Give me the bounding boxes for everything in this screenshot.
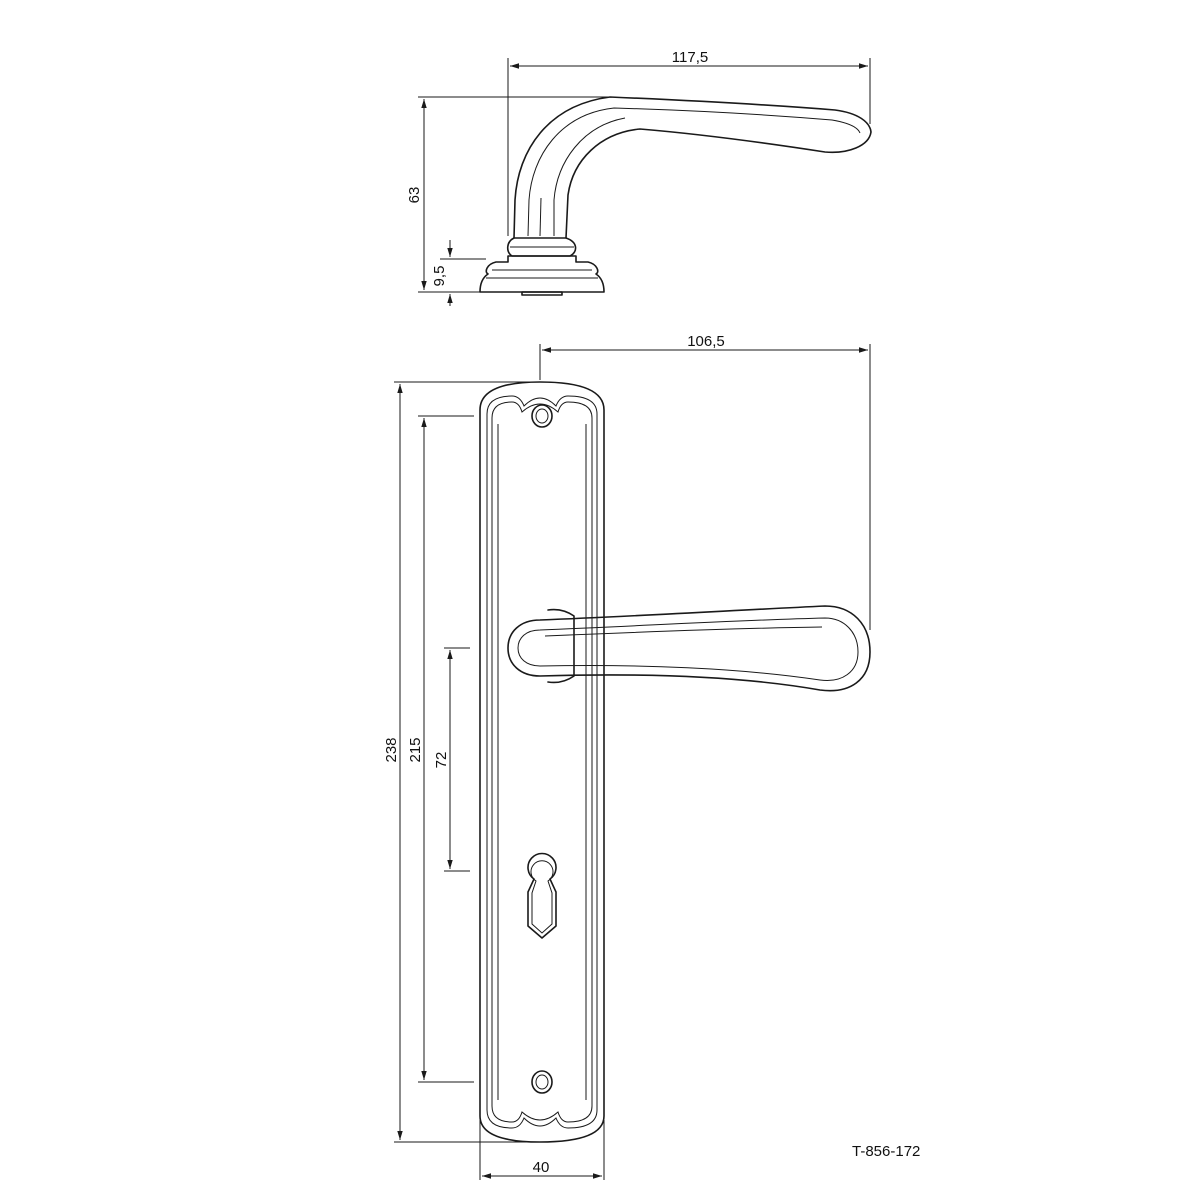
dim-label-plate-height: 238: [383, 737, 400, 762]
front-view-lever: [507, 605, 871, 692]
front-lever-inner-line: [517, 617, 859, 681]
side-view-handle: [479, 96, 872, 296]
side-rose: [479, 255, 605, 293]
dim-label-rose-height: 9,5: [431, 266, 448, 287]
front-rose: [547, 608, 575, 684]
side-lever-inner-line-2: [553, 117, 626, 236]
top-screw-hole: [531, 404, 553, 428]
backplate-inner-border-2: [491, 401, 593, 1123]
product-code: T-856-172: [852, 1143, 920, 1160]
backplate-outline: [479, 381, 605, 1143]
backplate-inner-border-1: [486, 395, 598, 1129]
dim-label-handle-length: 117,5: [672, 49, 708, 66]
front-view-dimensions: 106,5 238 215 72 40: [383, 333, 871, 1180]
dim-label-screw-spacing: 215: [407, 737, 424, 762]
dim-label-handle-height: 63: [406, 187, 423, 204]
keyhole: [527, 852, 557, 939]
side-spindle-stub: [521, 291, 563, 296]
dim-label-plate-width: 40: [533, 1159, 550, 1176]
bottom-screw-hole: [531, 1070, 553, 1094]
dim-label-handle-to-keyhole: 72: [433, 752, 450, 769]
dim-label-handle-projection: 106,5: [687, 333, 725, 350]
side-lever-inner-line: [527, 107, 861, 237]
side-view-dimensions: 117,5 63 9,5: [406, 49, 871, 306]
side-lever-outline: [513, 96, 872, 239]
front-lever-outline: [507, 605, 871, 692]
front-view-backplate: [479, 381, 605, 1143]
